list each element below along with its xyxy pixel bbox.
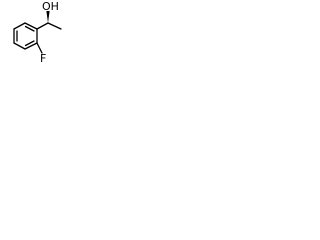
methyl-bond [47,22,62,30]
ring-bond [24,22,38,30]
aromatic-double-bond [24,25,35,32]
ring-bond [13,42,26,50]
fluorine-substituent: F [36,42,46,65]
aromatic-double-bond [24,40,35,47]
wedge-bond-to-oh [46,11,50,23]
hydroxyl-label: OH [42,0,59,13]
ring-to-chiral-bond [36,22,49,30]
ring-bond [24,42,38,50]
side-chain [36,11,62,30]
fluorine-label: F [40,52,46,65]
c-f-bond [36,42,43,54]
molecule-structure: F OH [13,0,62,65]
benzene-ring [13,22,38,50]
ring-bond [13,22,26,30]
